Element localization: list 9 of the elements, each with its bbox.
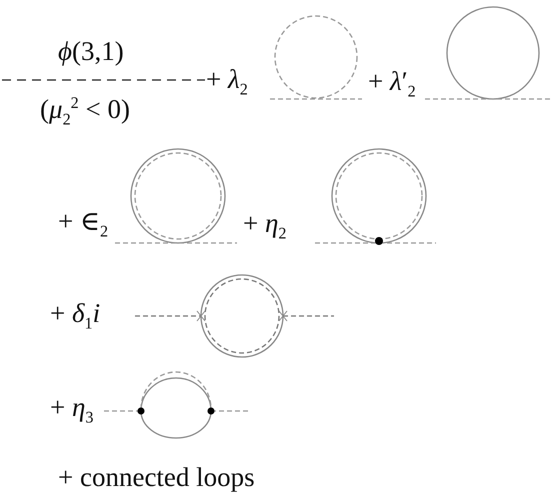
math-term: + ∈$_{2}$ [58, 208, 108, 240]
math-term: (μ$_{2}$$^{2}$ < 0) [40, 95, 130, 128]
math-term: + η$_{2}$ [243, 210, 286, 242]
math-term: ϕ(3,1) [58, 38, 124, 65]
math-term: + λ$_{2}$ [206, 66, 248, 98]
equation-text: + connected loops [58, 464, 255, 491]
math-term: + δ$_{1}$i [50, 300, 100, 332]
math-term: + η$_{3}$ [50, 394, 94, 426]
math-term: + λ′$_{2}$ [368, 68, 416, 100]
